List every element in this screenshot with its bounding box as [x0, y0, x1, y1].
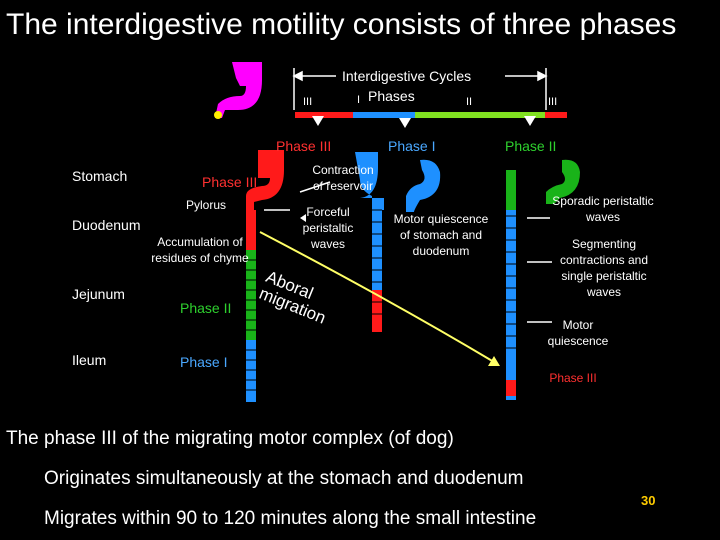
roman-i: I [357, 94, 361, 106]
motor-quiescence-stomach-label: Motor quiescence of stomach and duodenum [393, 212, 489, 258]
left-tube [246, 150, 284, 402]
phase1-tube [406, 159, 516, 400]
bottom-point-2: Migrates within 90 to 120 minutes along … [44, 508, 537, 529]
ileum-label: Ileum [72, 352, 107, 368]
phase2-tube [506, 159, 580, 396]
page-number: 30 [641, 493, 656, 508]
roman-iii-left: III [303, 96, 313, 108]
annotation-lines [264, 181, 552, 323]
left-phase2-label: Phase II [180, 300, 232, 316]
duodenum-label: Duodenum [72, 217, 141, 233]
phase1-header: Phase I [388, 138, 436, 154]
cycle-phases-label: Phases [368, 88, 415, 104]
stomach-icon [214, 62, 262, 119]
forceful-label: Forceful peristaltic waves [302, 205, 354, 251]
phase3-header: Phase III [276, 138, 332, 154]
stomach-label: Stomach [72, 168, 128, 184]
cycle-bracket-arrow [292, 68, 548, 110]
phase2-header: Phase II [505, 138, 557, 154]
phase3-tube [300, 152, 384, 332]
motor-quiescence-label: Motor quiescence [547, 318, 609, 348]
phase3-bottom-label: Phase III [549, 371, 597, 385]
accumulation-label: Accumulation of residues of chyme [151, 235, 249, 265]
jejunum-label: Jejunum [72, 286, 125, 302]
roman-ii: II [466, 96, 473, 108]
sporadic-label: Sporadic peristaltic waves [552, 194, 654, 224]
aboral-migration-arrow [259, 231, 500, 366]
cycle-title: Interdigestive Cycles [342, 68, 472, 84]
contraction-label: Contraction of reservoir [312, 163, 374, 193]
phase-pointer-arrows [312, 116, 536, 128]
roman-iii-right: III [548, 96, 558, 108]
left-phase3-label: Phase III [202, 174, 258, 190]
phase-bar [295, 112, 567, 118]
pylorus-label: Pylorus [186, 198, 227, 212]
left-phase1-label: Phase I [180, 354, 228, 370]
bottom-point-1: Originates simultaneously at the stomach… [44, 468, 524, 489]
segmenting-label: Segmenting contractions and single peris… [559, 237, 649, 299]
slide-title: The interdigestive motility consists of … [6, 8, 677, 41]
bottom-heading: The phase III of the migrating motor com… [6, 428, 454, 449]
